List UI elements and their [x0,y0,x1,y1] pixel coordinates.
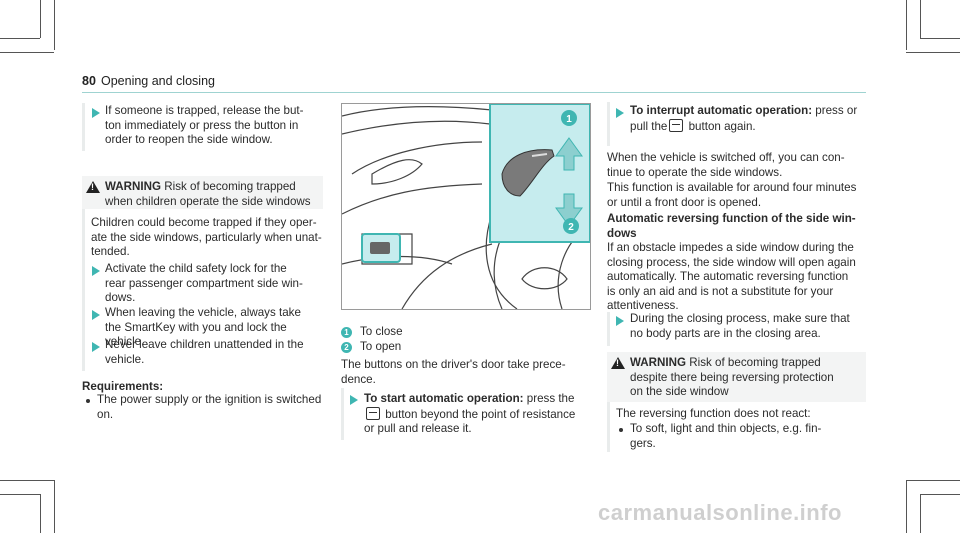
window-button-icon [669,118,684,132]
warning-step-3: Never leave children unattended in the v… [105,338,304,366]
start-auto-step: To start automatic operation: press the … [364,392,594,437]
crop-mark [906,0,907,50]
step-arrow-icon [92,310,100,320]
interrupt-step: To interrupt automatic operation: press … [630,104,866,134]
note-bar [82,103,85,151]
warning-item: To soft, light and thin objects, e.g. fi… [630,422,822,450]
bullet [619,428,623,432]
warning-heading: WARNING Risk of becoming trapped despite… [630,356,864,400]
legend-num: 2 [341,342,352,353]
warning-body: Children could become trapped if they op… [91,216,322,259]
step-text: press or pull the [630,104,858,133]
legend-text: To close [360,325,403,338]
step-text: press the [523,392,575,405]
step-bar [607,102,610,146]
step-arrow-icon [350,395,358,405]
warning-step-2: When leaving the vehicle, always take th… [105,306,301,349]
warning-text: Risk of becoming trapped when children o… [105,180,311,208]
legend-text: To open [360,340,402,353]
warning-body: The reversing function does not react: [616,407,811,420]
requirements-title: Requirements: [82,380,164,393]
warning-heading: WARNING Risk of becoming trapped when ch… [105,180,321,209]
crop-mark [40,494,41,533]
warning-text: Risk of becoming trapped despite there b… [630,356,834,399]
switched-off-para: When the vehicle is switched off, you ca… [607,151,845,179]
crop-mark [54,0,55,50]
window-switch-illustration: 1 2 [341,103,591,310]
four-minutes-para: This function is available for around fo… [607,181,857,209]
trap-note: If someone is trapped, release the but- … [105,104,304,147]
warning-title: WARNING [630,356,687,369]
step-bar [607,312,610,346]
step-text: button beyond the point of resistance or… [364,407,576,436]
page-number: 80 [82,74,96,88]
reversing-para: If an obstacle impedes a side window dur… [607,241,856,313]
callout-circle-2 [563,218,579,234]
bullet [86,399,90,403]
warning-bar [82,209,85,371]
step-arrow-icon [92,342,100,352]
crop-mark [920,494,960,495]
crop-mark [906,480,907,533]
warning-triangle-icon [611,357,625,369]
callout-1: 1 [566,114,572,125]
step-arrow-icon [92,266,100,276]
crop-mark [0,494,40,495]
precedence-para: The buttons on the driver's door take pr… [341,358,566,386]
crop-mark [0,52,54,53]
warning-step-1: Activate the child safety lock for the r… [105,262,303,305]
section-title: Opening and closing [101,74,215,88]
up-arrow-icon [555,137,583,171]
crop-mark [0,480,54,481]
watermark: carmanualsonline.info [598,500,842,525]
step-arrow-icon [616,108,624,118]
crop-mark [54,480,55,533]
step-bar [341,388,344,440]
legend-num: 1 [341,327,352,338]
down-arrow-icon [555,193,583,227]
door-panel-drawing: 1 2 [342,104,590,309]
closing-step: During the closing process, make sure th… [630,312,850,340]
crop-mark [906,52,960,53]
warning-bar [607,402,610,452]
warning-triangle-icon [86,181,100,193]
header-rule [82,92,866,93]
crop-mark [920,494,921,533]
step-title: To start automatic operation: [364,392,524,405]
crop-mark [40,0,41,38]
warning-box [607,352,866,402]
window-switch-icon [501,149,555,197]
step-title: To interrupt automatic operation: [630,104,813,117]
crop-mark [920,38,960,39]
warning-box [82,176,323,209]
callout-circle-1 [561,110,577,126]
warning-title: WARNING [105,180,162,193]
step-arrow-icon [92,108,100,118]
step-text: button again. [685,119,756,133]
crop-mark [920,0,921,38]
step-arrow-icon [616,316,624,326]
crop-mark [906,480,960,481]
callout-2: 2 [568,222,574,233]
requirement-item: The power supply or the ignition is swit… [97,393,322,421]
crop-mark [0,38,40,39]
reversing-subtitle: Automatic reversing function of the side… [607,212,856,240]
window-button-icon [366,406,380,420]
